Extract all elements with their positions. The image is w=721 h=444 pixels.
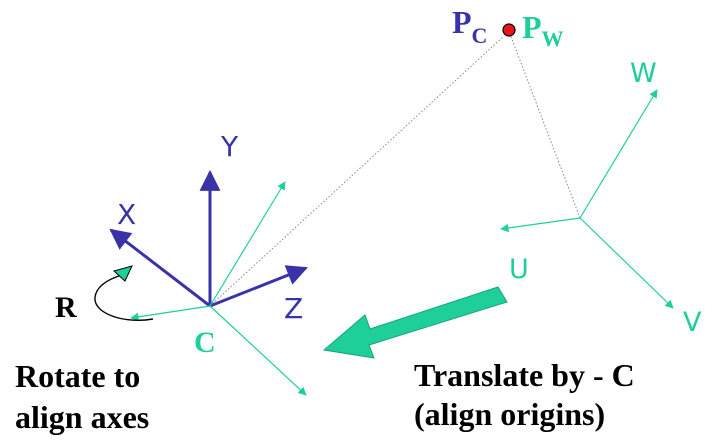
translated-axis-v bbox=[209, 305, 307, 396]
label-pc: PC bbox=[452, 4, 487, 48]
label-axis-u: U bbox=[509, 254, 529, 285]
caption-rotate-line1: Rotate to bbox=[15, 358, 140, 394]
translated-axis-u bbox=[130, 305, 211, 322]
world-axis-v bbox=[579, 217, 674, 309]
caption-translate-line1: Translate by - C bbox=[414, 357, 635, 393]
label-axis-v: V bbox=[683, 307, 702, 338]
caption-translate-line2: (align origins) bbox=[414, 396, 605, 432]
point-p-icon bbox=[502, 23, 516, 37]
camera-axis-x bbox=[109, 228, 211, 308]
label-pw: PW bbox=[522, 9, 564, 51]
label-axis-x: X bbox=[117, 198, 136, 231]
caption-rotate-line2: align axes bbox=[15, 399, 149, 435]
rotation-arrowhead-icon bbox=[112, 265, 133, 282]
camera-axis-z bbox=[209, 265, 308, 308]
world-axis-w bbox=[579, 89, 658, 219]
dotted-line-w-to-p bbox=[509, 33, 581, 219]
dotted-line-c-to-p bbox=[209, 35, 505, 307]
label-rotation-r: R bbox=[55, 291, 77, 324]
label-axis-w: W bbox=[630, 58, 657, 89]
label-axis-y: Y bbox=[220, 130, 239, 163]
translated-axis-w bbox=[209, 181, 286, 307]
label-axis-z: Z bbox=[284, 292, 303, 325]
translate-arrow-icon bbox=[322, 286, 508, 359]
world-axis-u bbox=[500, 217, 581, 233]
rotation-arrow-icon bbox=[94, 274, 154, 321]
label-origin-c: C bbox=[194, 326, 216, 359]
